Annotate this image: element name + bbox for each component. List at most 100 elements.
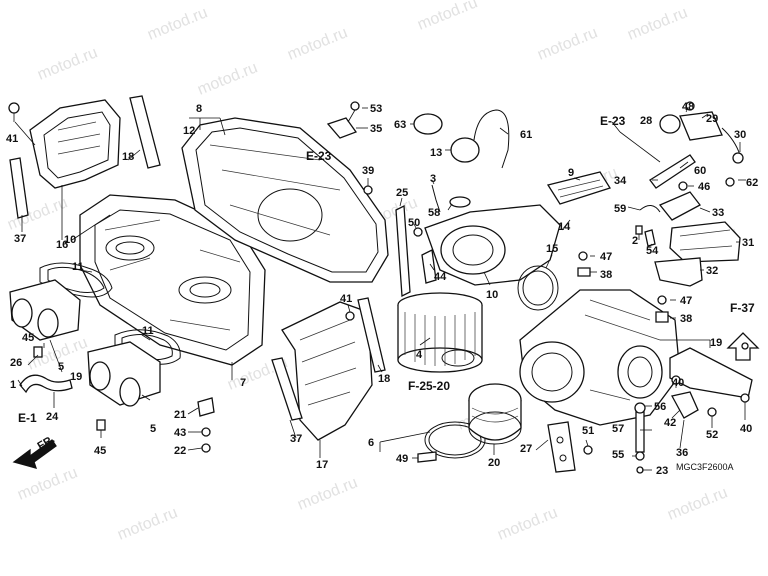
- callout: 63: [394, 119, 406, 131]
- shroud-17: [281, 301, 373, 441]
- sensor-42: [671, 391, 717, 419]
- watermark: motod.ru: [295, 474, 360, 513]
- ref-e1: E-1: [18, 411, 37, 425]
- callout: 38: [680, 313, 692, 325]
- bracket-27: [547, 421, 576, 473]
- leader-lines: [14, 107, 746, 471]
- watermark: motod.ru: [285, 24, 350, 63]
- tube-60: [649, 154, 696, 189]
- bolt-45-lower: [96, 419, 106, 438]
- seal-strip-18: [129, 95, 161, 169]
- watermark: motod.ru: [195, 59, 260, 98]
- plate-19: [669, 347, 753, 403]
- callout: 7: [240, 377, 246, 389]
- callout: 50: [408, 217, 420, 229]
- callout: 53: [370, 103, 382, 115]
- intake-duct-10: [424, 204, 561, 286]
- callout: 58: [428, 207, 440, 219]
- callout: 10: [486, 289, 498, 301]
- callout: 23: [656, 465, 668, 477]
- callout: 45: [22, 332, 34, 344]
- callout: 20: [488, 457, 500, 469]
- callout: 41: [340, 293, 352, 305]
- seal-strip-18b: [357, 297, 386, 373]
- watermark: motod.ru: [5, 194, 70, 233]
- callout: 54: [646, 245, 659, 257]
- callout: 28: [640, 115, 652, 127]
- callout: 33: [712, 207, 724, 219]
- bolt-45-upper: [33, 346, 43, 358]
- seal-strip-37b: [271, 357, 303, 421]
- callout: 32: [706, 265, 718, 277]
- watermark: motod.ru: [415, 0, 480, 34]
- callout: 40: [740, 423, 752, 435]
- watermark: motod.ru: [665, 484, 730, 523]
- callout: 22: [174, 445, 186, 457]
- callout: 26: [10, 357, 22, 369]
- pipe-57: [634, 402, 646, 474]
- bracket-33: [658, 177, 735, 221]
- drawing-code: MGC3F2600A: [676, 462, 734, 472]
- callout: 41: [6, 133, 18, 145]
- ref-e23-b: E-23: [600, 114, 626, 128]
- callout: 27: [520, 443, 532, 455]
- callout: 19: [70, 371, 82, 383]
- screws-44-50: [413, 227, 437, 284]
- callout: 61: [520, 129, 532, 141]
- callout: 1: [10, 379, 16, 391]
- cap-63: [413, 113, 443, 135]
- watermark: motod.ru: [625, 4, 690, 43]
- seal-strip-37: [9, 157, 29, 219]
- callout: 47: [680, 295, 692, 307]
- callout: 5: [150, 423, 156, 435]
- clip-21-43-22: [197, 397, 215, 453]
- ref-arrow-f37: [726, 332, 760, 361]
- callout: 56: [654, 401, 666, 413]
- ref-f25-20: F-25-20: [408, 379, 450, 393]
- tube-3-58: [431, 184, 471, 213]
- callout: 49: [396, 453, 408, 465]
- callout: 40: [672, 377, 684, 389]
- ref-e23-a: E-23: [306, 149, 332, 163]
- watermark: motod.ru: [35, 44, 100, 83]
- bolt-53-35: [326, 101, 360, 139]
- callout: 11: [72, 261, 84, 273]
- callout: 25: [396, 187, 408, 199]
- callout: 13: [430, 147, 442, 159]
- callout: 2: [632, 235, 638, 247]
- callout: 55: [612, 449, 624, 461]
- air-chamber-14: [519, 289, 681, 426]
- callout: 37: [14, 233, 26, 245]
- bolt-49: [417, 451, 437, 463]
- oring-15: [517, 265, 559, 311]
- callout: 46: [698, 181, 710, 193]
- solenoid-valve: [659, 101, 744, 164]
- bolt-51: [583, 445, 593, 455]
- callout: 51: [582, 425, 594, 437]
- callout: 36: [676, 447, 688, 459]
- callout: 42: [664, 417, 676, 429]
- bolt-39: [363, 185, 373, 195]
- callout: 38: [600, 269, 612, 281]
- callout: 43: [174, 427, 186, 439]
- front-label: FR.: [36, 433, 57, 452]
- hose-25: [395, 204, 411, 298]
- callout: 5: [58, 361, 64, 373]
- air-cleaner-lid-16: [29, 99, 121, 189]
- reference-labels: E-23 E-23 E-1 F-25-20 F-37: [18, 114, 755, 425]
- bracket-32: [654, 257, 703, 287]
- watermark: motod.ru: [145, 4, 210, 43]
- callout: 6: [368, 437, 374, 449]
- clamp-6: [424, 421, 486, 459]
- watermark: motod.ru: [15, 464, 80, 503]
- hose-24: [19, 374, 73, 394]
- callout: 21: [174, 409, 186, 421]
- callout: 9: [568, 167, 574, 179]
- callout: 30: [734, 129, 746, 141]
- callout: 47: [600, 251, 612, 263]
- watermark: motod.ru: [535, 24, 600, 63]
- callout: 18: [378, 373, 390, 385]
- callout: 12: [183, 125, 195, 137]
